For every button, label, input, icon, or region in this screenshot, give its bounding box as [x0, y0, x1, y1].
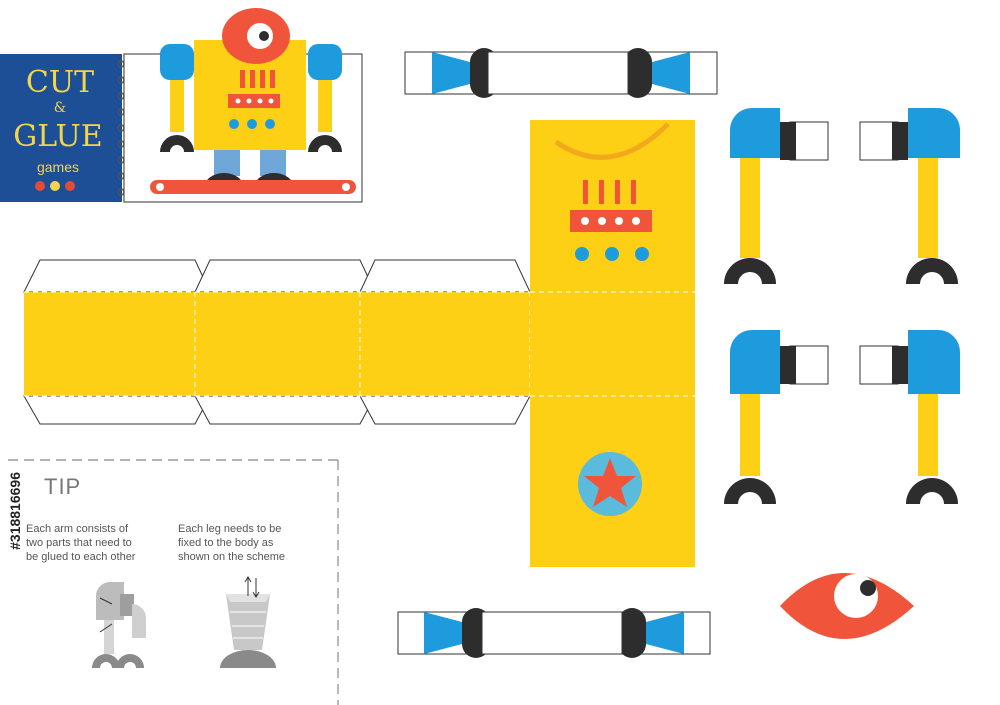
arm-piece-top-left	[724, 108, 829, 284]
robot-preview-card	[123, 8, 363, 203]
bow-tie-piece-bottom	[397, 608, 711, 658]
star-badge-icon	[584, 458, 636, 507]
stock-id-vertical: #318816696	[7, 472, 23, 622]
bow-tie-piece-top	[404, 48, 718, 98]
logo-glue-text: GLUE	[13, 119, 102, 154]
cut-and-glue-logo: CUT & GLUE games	[0, 54, 125, 202]
arm-scheme-illustration	[92, 582, 146, 668]
tip-title: TIP	[44, 474, 82, 499]
tip-arm-text: Each arm consists of two parts that need…	[26, 523, 136, 563]
tip-box-border	[8, 459, 339, 705]
tip-leg-text: Each leg needs to be fixed to the body a…	[178, 523, 286, 563]
arm-piece-top-right	[859, 108, 960, 284]
arm-piece-bottom-right	[859, 330, 960, 504]
logo-games-text: games	[37, 159, 79, 175]
arm-piece-bottom-left	[724, 330, 829, 504]
robot-body-net	[23, 120, 695, 567]
leg-scheme-illustration	[220, 576, 276, 668]
logo-ampersand-text: &	[54, 100, 66, 116]
eye-piece	[780, 573, 914, 639]
stock-id-text: #318816696	[7, 472, 23, 550]
logo-cut-text: CUT	[26, 65, 94, 100]
